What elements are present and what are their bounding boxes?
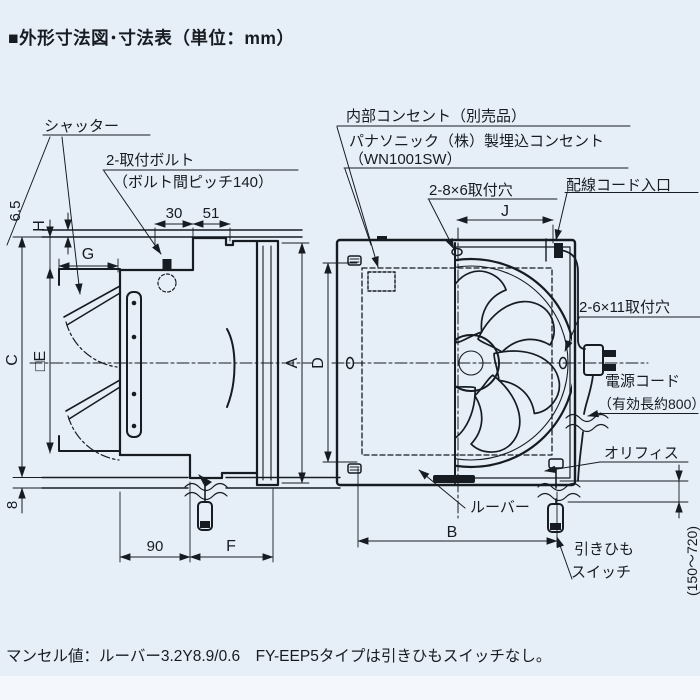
pull-cord-label-1: 引きひも <box>574 541 634 558</box>
cord-inlet-label: 配線コード入口 <box>566 177 671 194</box>
dim-51: 51 <box>203 205 220 222</box>
louver-label: ルーバー <box>470 499 530 516</box>
dim-8: 8 <box>4 501 21 509</box>
leader-lines-front <box>336 125 700 580</box>
pull-range-label: (150～720) <box>684 526 700 596</box>
shutter-blades <box>63 285 142 461</box>
top-hole-label: 2-8×6取付穴 <box>429 182 513 199</box>
bolt-label: 2-取付ボルト <box>106 152 194 169</box>
power-cord <box>545 238 616 482</box>
dim-d: D <box>310 357 327 369</box>
pull-cord-label-2: スイッチ <box>571 564 631 581</box>
footer-band <box>0 676 700 700</box>
front-view-diagram <box>322 125 700 580</box>
leader-lines-side <box>6 134 299 295</box>
dim-h: H <box>31 220 48 232</box>
fan-impeller <box>455 257 572 469</box>
shutter-frame <box>58 268 121 452</box>
dim-f: F <box>226 538 236 555</box>
dim-j: J <box>501 203 509 220</box>
orifice-label: オリフィス <box>604 445 679 462</box>
louver-outline <box>335 236 577 487</box>
centerlines-front <box>331 227 649 519</box>
power-cord-label: 電源コード <box>605 373 680 390</box>
dim-g: G <box>82 246 94 263</box>
bolt-pitch-label: （ボルト間ピッチ140） <box>113 174 273 191</box>
dim-e: □E <box>32 351 49 371</box>
side-hole-label: 2-6×11取付穴 <box>579 299 670 316</box>
page-title: ■外形寸法図･寸法表（単位：mm） <box>8 28 295 48</box>
dimension-lines-side <box>12 212 310 563</box>
shutter-label: シャッター <box>44 118 119 135</box>
mounting-plate-dashed <box>361 267 553 456</box>
dim-90: 90 <box>147 538 164 555</box>
internal-outlet-label-1: 内部コンセント（別売品） <box>346 108 526 125</box>
internal-outlet-box <box>367 271 396 292</box>
power-cord-length-label: （有効長約800） <box>598 396 700 412</box>
internal-outlet-label-3: （WN1001SW） <box>349 151 462 168</box>
pull-cord-side <box>184 474 228 531</box>
dim-a: A <box>284 357 301 368</box>
pull-cord-front <box>537 467 581 533</box>
footnote: マンセル値：ルーバー3.2Y8.9/0.6 FY-EEP5タイプは引きひもスイッ… <box>6 648 552 665</box>
wall-frame-lines <box>41 229 341 489</box>
side-view-diagram <box>6 134 341 563</box>
dim-30: 30 <box>166 205 183 222</box>
dim-6-5: 6.5 <box>7 201 24 222</box>
mounting-bolt <box>157 259 177 293</box>
dim-c: C <box>4 354 21 366</box>
dim-b: B <box>447 524 458 541</box>
internal-outlet-label-2: パナソニック（株）製埋込コンセント <box>349 133 604 150</box>
